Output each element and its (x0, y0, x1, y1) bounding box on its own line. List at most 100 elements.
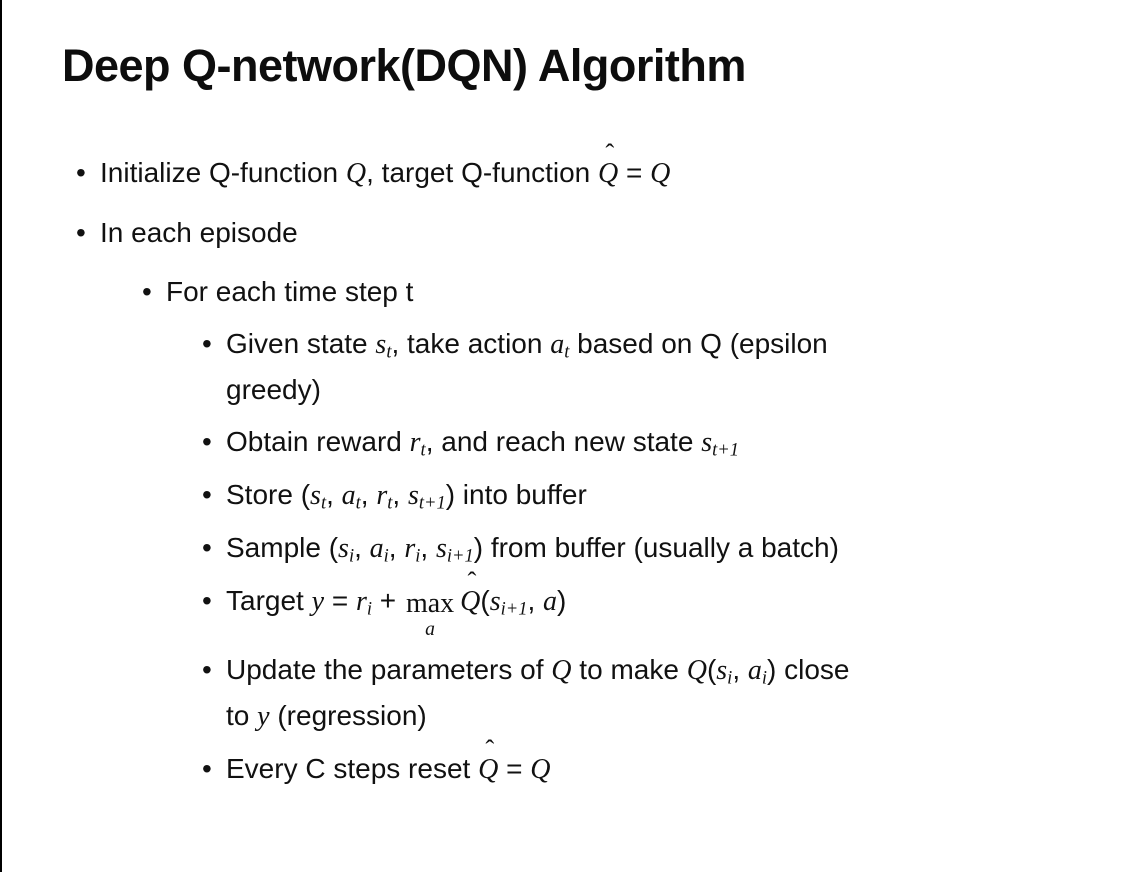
bullet-icon: • (202, 532, 212, 563)
math-var: s (310, 480, 321, 511)
text-run: In each episode (100, 217, 298, 248)
math-var: s (338, 533, 349, 564)
text-run: to make (571, 653, 687, 685)
text-run: Store ( (226, 479, 311, 510)
list-item-text: Initialize Q-function Q, target Q-functi… (100, 140, 671, 196)
math-var: Q (530, 753, 551, 785)
text-run: ) (557, 585, 567, 616)
list-item-text: In each episode (100, 210, 298, 255)
bullet-icon: • (142, 276, 152, 307)
text-run: , (326, 479, 342, 510)
text-run: Initialize Q-function (100, 157, 346, 188)
text-run: , (392, 479, 408, 510)
math-var: r (409, 427, 421, 458)
list-item: • Initialize Q-function Q, target Q-func… (76, 140, 1094, 196)
hat-accent-icon: ˆ (605, 138, 615, 169)
math-var: s (716, 654, 728, 686)
text-run: Given state (226, 328, 376, 359)
text-run: ) into buffer (445, 479, 587, 510)
text-run: , (388, 532, 405, 563)
list-item-text: Obtain reward rt, and reach new state st… (226, 419, 739, 465)
math-subscript: t+1 (418, 492, 446, 513)
text-run: , (527, 585, 544, 616)
math-subscript: i (348, 545, 355, 566)
math-subscript: i+1 (446, 545, 474, 566)
list-item-text: Sample (si, ai, ri, si+1) from buffer (u… (226, 525, 839, 571)
page-title: Deep Q-network(DQN) Algorithm (62, 40, 746, 91)
math-var: s (701, 427, 713, 458)
text-run: , take action (391, 328, 551, 359)
text-run: Obtain reward (226, 426, 410, 457)
math-subscript: i+1 (500, 598, 528, 619)
math-subscript: t (420, 439, 426, 460)
list-item-text: Store (st, at, rt, st+1) into buffer (226, 472, 587, 518)
math-subscript: t (320, 492, 327, 513)
math-var: Q (345, 158, 367, 189)
text-run: Update the parameters of (226, 653, 552, 685)
math-var: a (550, 329, 565, 360)
math-var: r (355, 586, 367, 617)
math-var: y (311, 586, 325, 617)
text-run: For each time step t (166, 276, 414, 307)
list-item-text: Update the parameters of Q to make Q(si,… (226, 647, 849, 739)
math-var: s (375, 329, 387, 360)
math-subscript: i (366, 598, 373, 619)
math-var: s (435, 533, 447, 564)
math-var: s (489, 586, 501, 617)
bullet-icon: • (202, 752, 212, 784)
math-var: Q (460, 586, 481, 617)
list-item: • For each time step t (142, 269, 1094, 314)
text-run: Sample ( (226, 532, 339, 563)
math-var: a (369, 533, 384, 564)
text-run: = (618, 157, 651, 188)
text-run: ( (706, 653, 717, 685)
list-item: • Given state st, take action at based o… (202, 321, 1094, 412)
text-run: = (324, 585, 356, 616)
bullet-icon: • (202, 479, 212, 510)
text-run: , (360, 479, 377, 510)
math-subscript: i (415, 545, 421, 566)
text-run: ( (480, 585, 490, 616)
math-var: r (404, 533, 416, 564)
text-run: ) close (767, 653, 850, 685)
list-item: • In each episode (76, 210, 1094, 255)
list-item: • Update the parameters of Q to make Q(s… (202, 647, 1094, 739)
text-run: Every C steps reset (226, 752, 479, 784)
text-run: + (372, 585, 404, 616)
math-var: y (257, 700, 270, 732)
max-word: max (405, 588, 455, 620)
math-subscript: t (355, 492, 361, 513)
math-subscript: t (564, 341, 570, 362)
math-subscript: t (387, 492, 393, 513)
text-run: Target (226, 585, 312, 616)
bullet-icon: • (202, 585, 212, 616)
text-run: based on Q (epsilon (569, 328, 828, 359)
bullet-icon: • (202, 328, 212, 359)
math-var: a (341, 480, 356, 511)
math-var: r (376, 480, 388, 511)
math-subscript: t+1 (712, 439, 739, 460)
math-var: Q (686, 654, 707, 686)
math-subscript: i (727, 667, 733, 688)
list-item-text: Given state st, take action at based on … (226, 321, 828, 412)
bullet-icon: • (202, 426, 212, 457)
text-run: , target Q-function (366, 157, 599, 188)
list-item: • Store (st, at, rt, st+1) into buffer (202, 472, 1094, 518)
hat-accent-icon: ˆ (485, 734, 495, 765)
text-run: , (354, 532, 370, 563)
math-var: Q (478, 753, 499, 785)
math-var: Q (650, 158, 671, 189)
list-item: • Sample (si, ai, ri, si+1) from buffer … (202, 525, 1094, 571)
math-subscript: t (386, 341, 392, 362)
text-run: ) from buffer (usually a batch) (473, 532, 839, 563)
math-var: Q (598, 158, 619, 189)
